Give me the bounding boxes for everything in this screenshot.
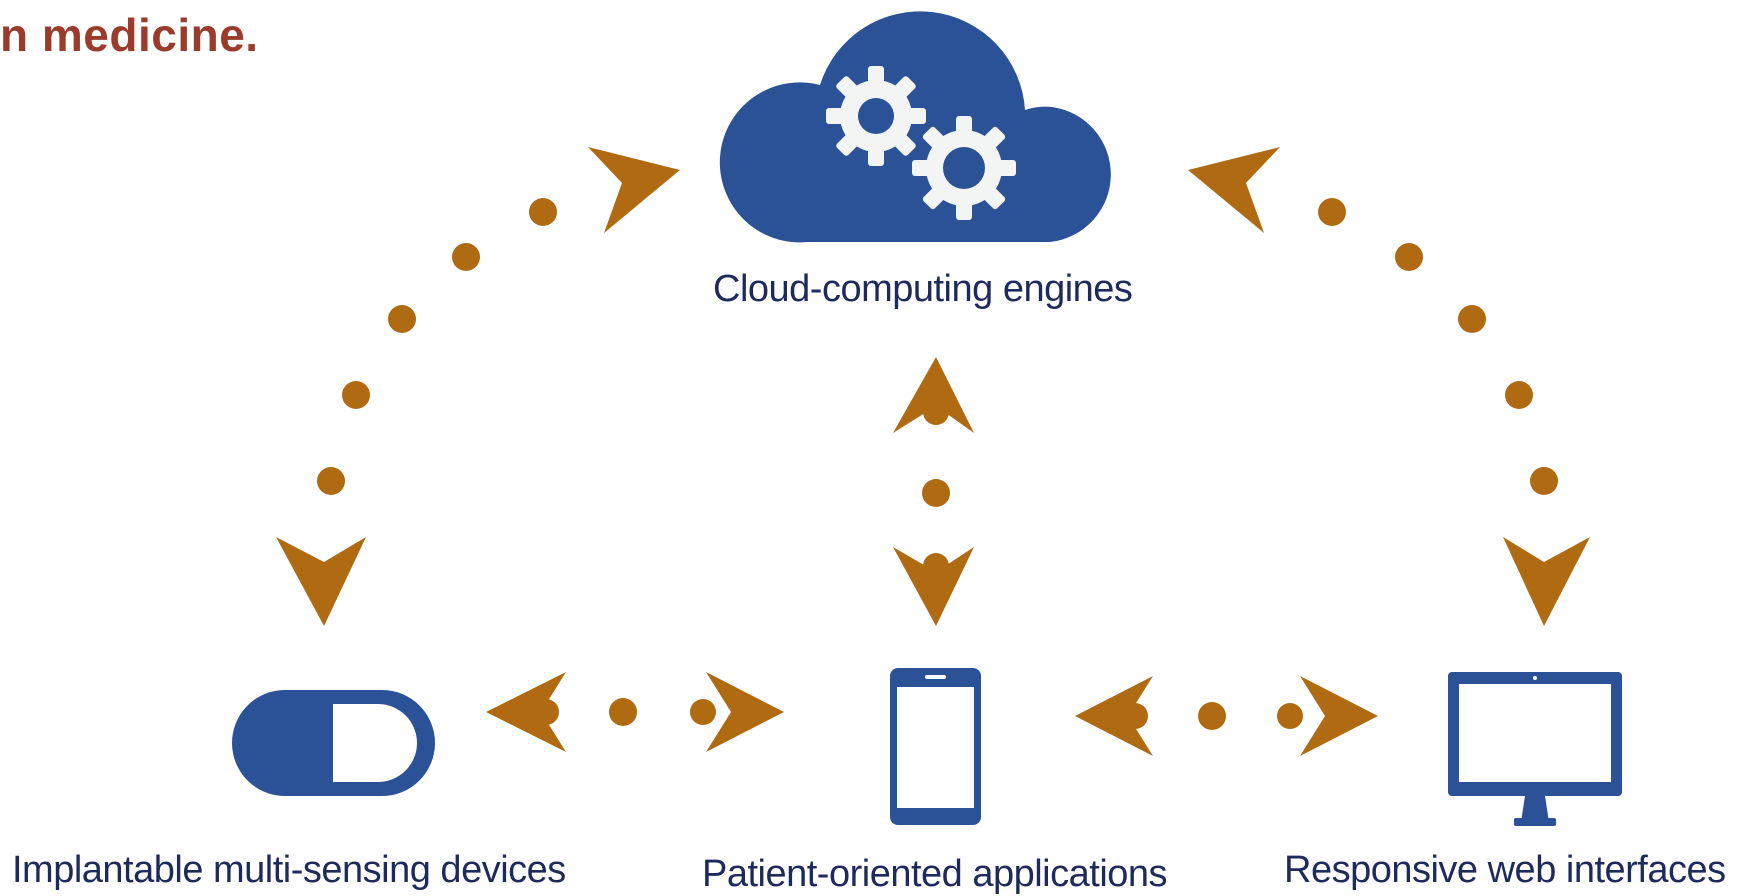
page-title-fragment: n medicine. [0, 9, 259, 61]
connector-web-cloud [1318, 198, 1558, 495]
arrowhead [1300, 676, 1378, 756]
connector-dot [609, 698, 637, 726]
connector-dot [388, 305, 416, 333]
connector-dot [690, 699, 716, 725]
cloud-gears-icon [719, 11, 1111, 243]
arrowhead [1503, 537, 1590, 626]
capsule-icon [232, 690, 435, 796]
web-label: Responsive web interfaces [1284, 849, 1726, 891]
arrowhead [276, 537, 366, 626]
connector-dot [1395, 243, 1423, 271]
monitor-icon [1448, 672, 1622, 826]
connector-mobile-web [1122, 702, 1303, 730]
arrowhead [706, 672, 784, 752]
connector-dot [342, 381, 370, 409]
implant-label: Implantable multi-sensing devices [12, 849, 566, 891]
mobile-label: Patient-oriented applications [702, 853, 1168, 895]
smartphone-icon [890, 668, 981, 825]
connector-implant-mobile [533, 698, 716, 726]
arrowhead [1075, 676, 1153, 756]
connector-dot [1505, 381, 1533, 409]
arrowhead [893, 357, 974, 433]
connector-dot [529, 198, 557, 226]
cloud-label: Cloud-computing engines [713, 268, 1133, 310]
arrowhead [1188, 147, 1280, 233]
gear-icon [826, 66, 926, 166]
connector-dot [1530, 467, 1558, 495]
arrowhead [486, 672, 566, 752]
arrowhead [893, 547, 974, 626]
connector-dot [317, 467, 345, 495]
connector-implant-cloud [317, 198, 557, 495]
connector-dot [1458, 305, 1486, 333]
connector-dot [452, 243, 480, 271]
arrowhead [588, 147, 680, 233]
connector-dot [1198, 702, 1226, 730]
connector-dot [922, 479, 950, 507]
connector-dot [1318, 198, 1346, 226]
gear-icon [912, 116, 1016, 220]
connector-dot [1277, 703, 1303, 729]
connector-mobile-cloud [922, 399, 950, 579]
